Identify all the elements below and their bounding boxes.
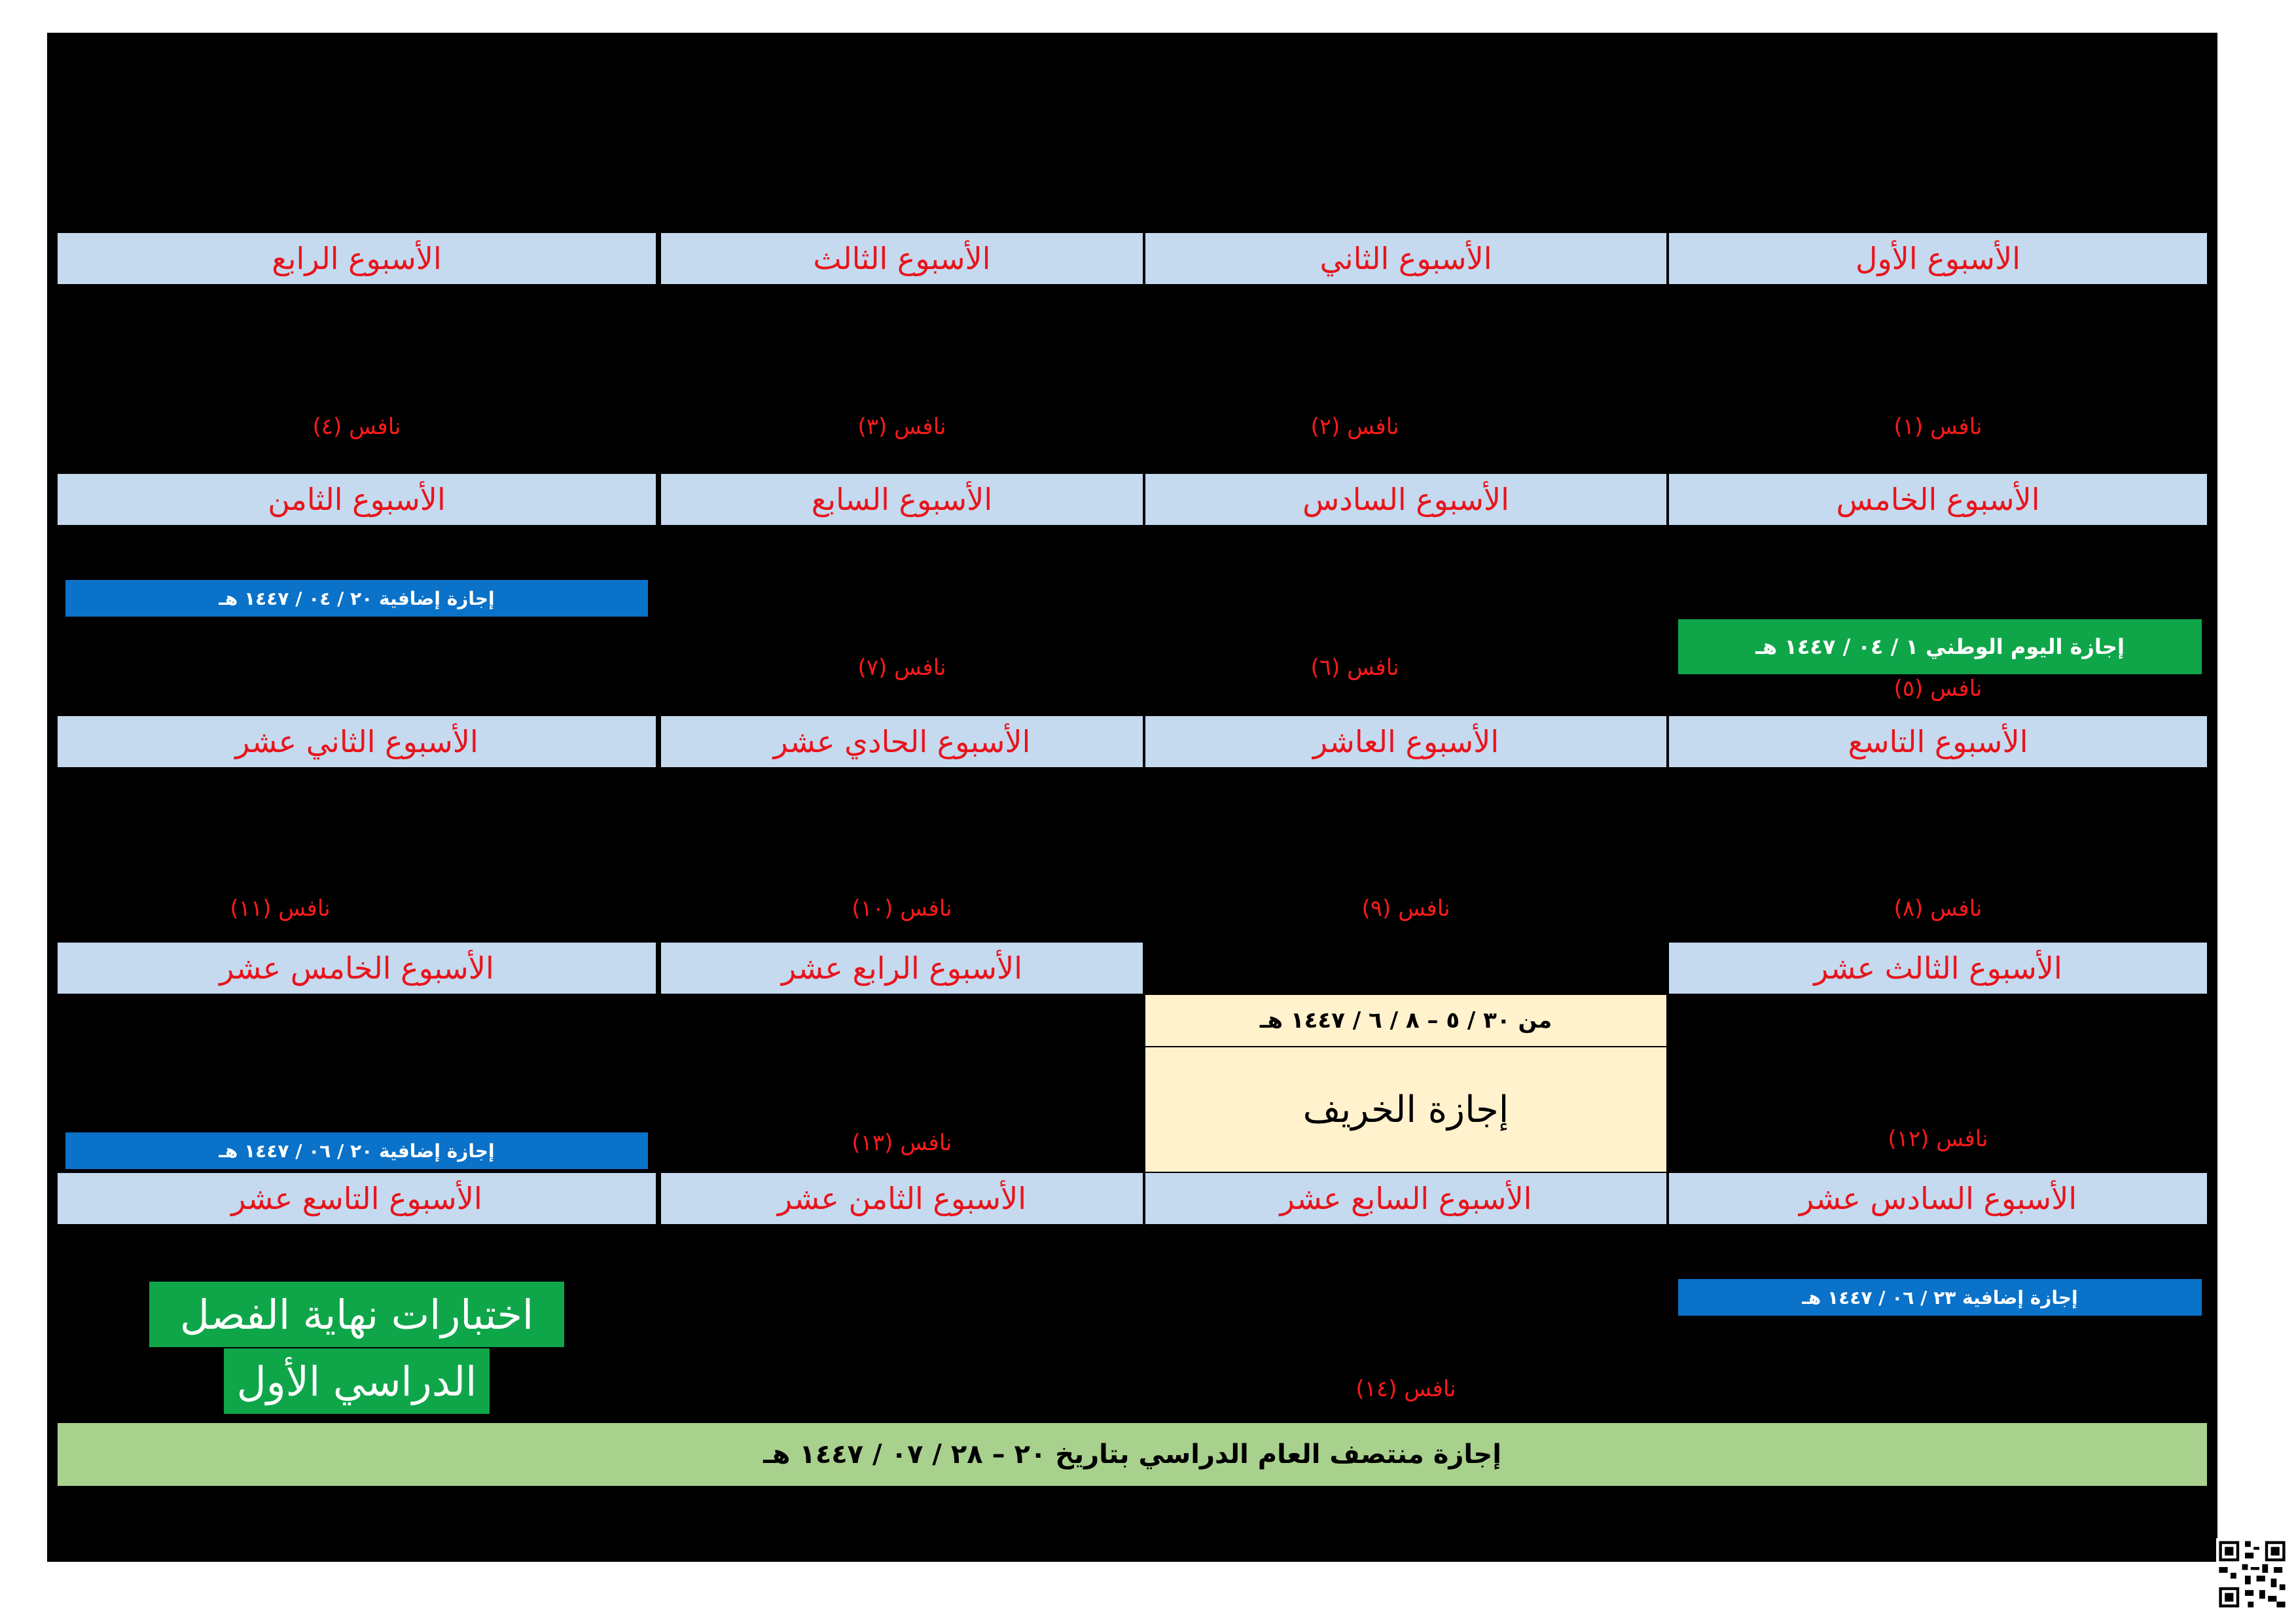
autumn-holiday-dates: من ٣٠ / ٥ – ٨ / ٦ / ١٤٤٧ هـ [1145,995,1666,1047]
week-5-cell: الأسبوع الخامس [1669,474,2207,525]
week-3-label: الأسبوع الثالث [813,241,991,276]
nafs-10: نافس (١٠) [852,895,952,922]
nafs-13: نافس (١٣) [852,1130,952,1156]
autumn-dates-label: من ٣٠ / ٥ – ٨ / ٦ / ١٤٤٧ هـ [1259,1007,1552,1034]
autumn-holiday: إجازة الخريف [1145,1047,1666,1172]
week-15-cell: الأسبوع الخامس عشر [58,943,656,994]
qr-code-icon [2216,1538,2288,1610]
extra-holiday-0620: إجازة إضافية ٢٠ / ٠٦ / ١٤٤٧ هـ [65,1132,648,1169]
calendar-board: الأسبوع الأول الأسبوع الثاني الأسبوع الث… [47,33,2217,1562]
week-3-cell: الأسبوع الثالث [661,233,1143,284]
week-14-label: الأسبوع الرابع عشر [781,950,1022,986]
week-6-cell: الأسبوع السادس [1145,474,1666,525]
week-13-cell: الأسبوع الثالث عشر [1669,943,2207,994]
week-5-label: الأسبوع الخامس [1836,482,2040,517]
week-4-cell: الأسبوع الرابع [58,233,656,284]
week-15-label: الأسبوع الخامس عشر [219,950,494,986]
week-11-label: الأسبوع الحادي عشر [773,724,1031,759]
week-10-cell: الأسبوع العاشر [1145,716,1666,767]
week-16-cell: الأسبوع السادس عشر [1669,1173,2207,1224]
nafs-1: نافس (١) [1893,414,1982,440]
nafs-8: نافس (٨) [1893,895,1982,922]
extra-holiday-0620-label: إجازة إضافية ٢٠ / ٠٦ / ١٤٤٧ هـ [219,1140,495,1162]
autumn-holiday-label: إجازة الخريف [1302,1088,1509,1131]
nafs-12: نافس (١٢) [1888,1126,1988,1152]
nafs-2: نافس (٢) [1310,414,1399,440]
week-9-label: الأسبوع التاسع [1848,724,2028,759]
week-8-label: الأسبوع الثامن [268,482,446,517]
national-day-holiday: إجازة اليوم الوطني ١ / ٠٤ / ١٤٤٧ هـ [1678,619,2202,674]
final-exams-line-2: الدراسي الأول [224,1348,490,1414]
week-4-label: الأسبوع الرابع [272,241,442,276]
final-exams-line-1: اختبارات نهاية الفصل [149,1282,564,1347]
extra-holiday-0420: إجازة إضافية ٢٠ / ٠٤ / ١٤٤٧ هـ [65,580,648,617]
nafs-14: نافس (١٤) [1355,1376,1456,1402]
midyear-holiday-banner: إجازة منتصف العام الدراسي بتاريخ ٢٠ – ٢٨… [58,1423,2207,1486]
week-18-label: الأسبوع الثامن عشر [777,1181,1027,1216]
week-1-cell: الأسبوع الأول [1669,233,2207,284]
week-19-cell: الأسبوع التاسع عشر [58,1173,656,1224]
nafs-4: نافس (٤) [312,414,401,440]
final-exams-line-2-label: الدراسي الأول [236,1357,477,1405]
week-12-cell: الأسبوع الثاني عشر [58,716,656,767]
extra-holiday-0623: إجازة إضافية ٢٣ / ٠٦ / ١٤٤٧ هـ [1678,1279,2202,1316]
week-9-cell: الأسبوع التاسع [1669,716,2207,767]
nafs-11: نافس (١١) [230,895,331,922]
nafs-7: نافس (٧) [857,655,946,681]
week-6-label: الأسبوع السادس [1302,482,1509,517]
week-18-cell: الأسبوع الثامن عشر [661,1173,1143,1224]
week-2-cell: الأسبوع الثاني [1145,233,1666,284]
week-19-label: الأسبوع التاسع عشر [231,1181,482,1216]
week-8-cell: الأسبوع الثامن [58,474,656,525]
week-17-label: الأسبوع السابع عشر [1280,1181,1532,1216]
week-7-label: الأسبوع السابع [811,482,993,517]
week-7-cell: الأسبوع السابع [661,474,1143,525]
final-exams-line-1-label: اختبارات نهاية الفصل [179,1290,534,1339]
week-10-label: الأسبوع العاشر [1312,724,1499,759]
nafs-6: نافس (٦) [1310,655,1399,681]
week-16-label: الأسبوع السادس عشر [1799,1181,2077,1216]
week-1-label: الأسبوع الأول [1856,241,2020,276]
nafs-5: نافس (٥) [1893,676,1982,702]
week-13-label: الأسبوع الثالث عشر [1814,950,2062,986]
week-2-label: الأسبوع الثاني [1319,241,1492,276]
national-day-label: إجازة اليوم الوطني ١ / ٠٤ / ١٤٤٧ هـ [1755,634,2125,659]
week-17-cell: الأسبوع السابع عشر [1145,1173,1666,1224]
nafs-9: نافس (٩) [1361,895,1450,922]
week-14-cell: الأسبوع الرابع عشر [661,943,1143,994]
nafs-3: نافس (٣) [857,414,946,440]
week-11-cell: الأسبوع الحادي عشر [661,716,1143,767]
midyear-holiday-label: إجازة منتصف العام الدراسي بتاريخ ٢٠ – ٢٨… [763,1439,1501,1470]
extra-holiday-0420-label: إجازة إضافية ٢٠ / ٠٤ / ١٤٤٧ هـ [219,587,495,609]
week-12-label: الأسبوع الثاني عشر [235,724,478,759]
extra-holiday-0623-label: إجازة إضافية ٢٣ / ٠٦ / ١٤٤٧ هـ [1802,1286,2078,1308]
